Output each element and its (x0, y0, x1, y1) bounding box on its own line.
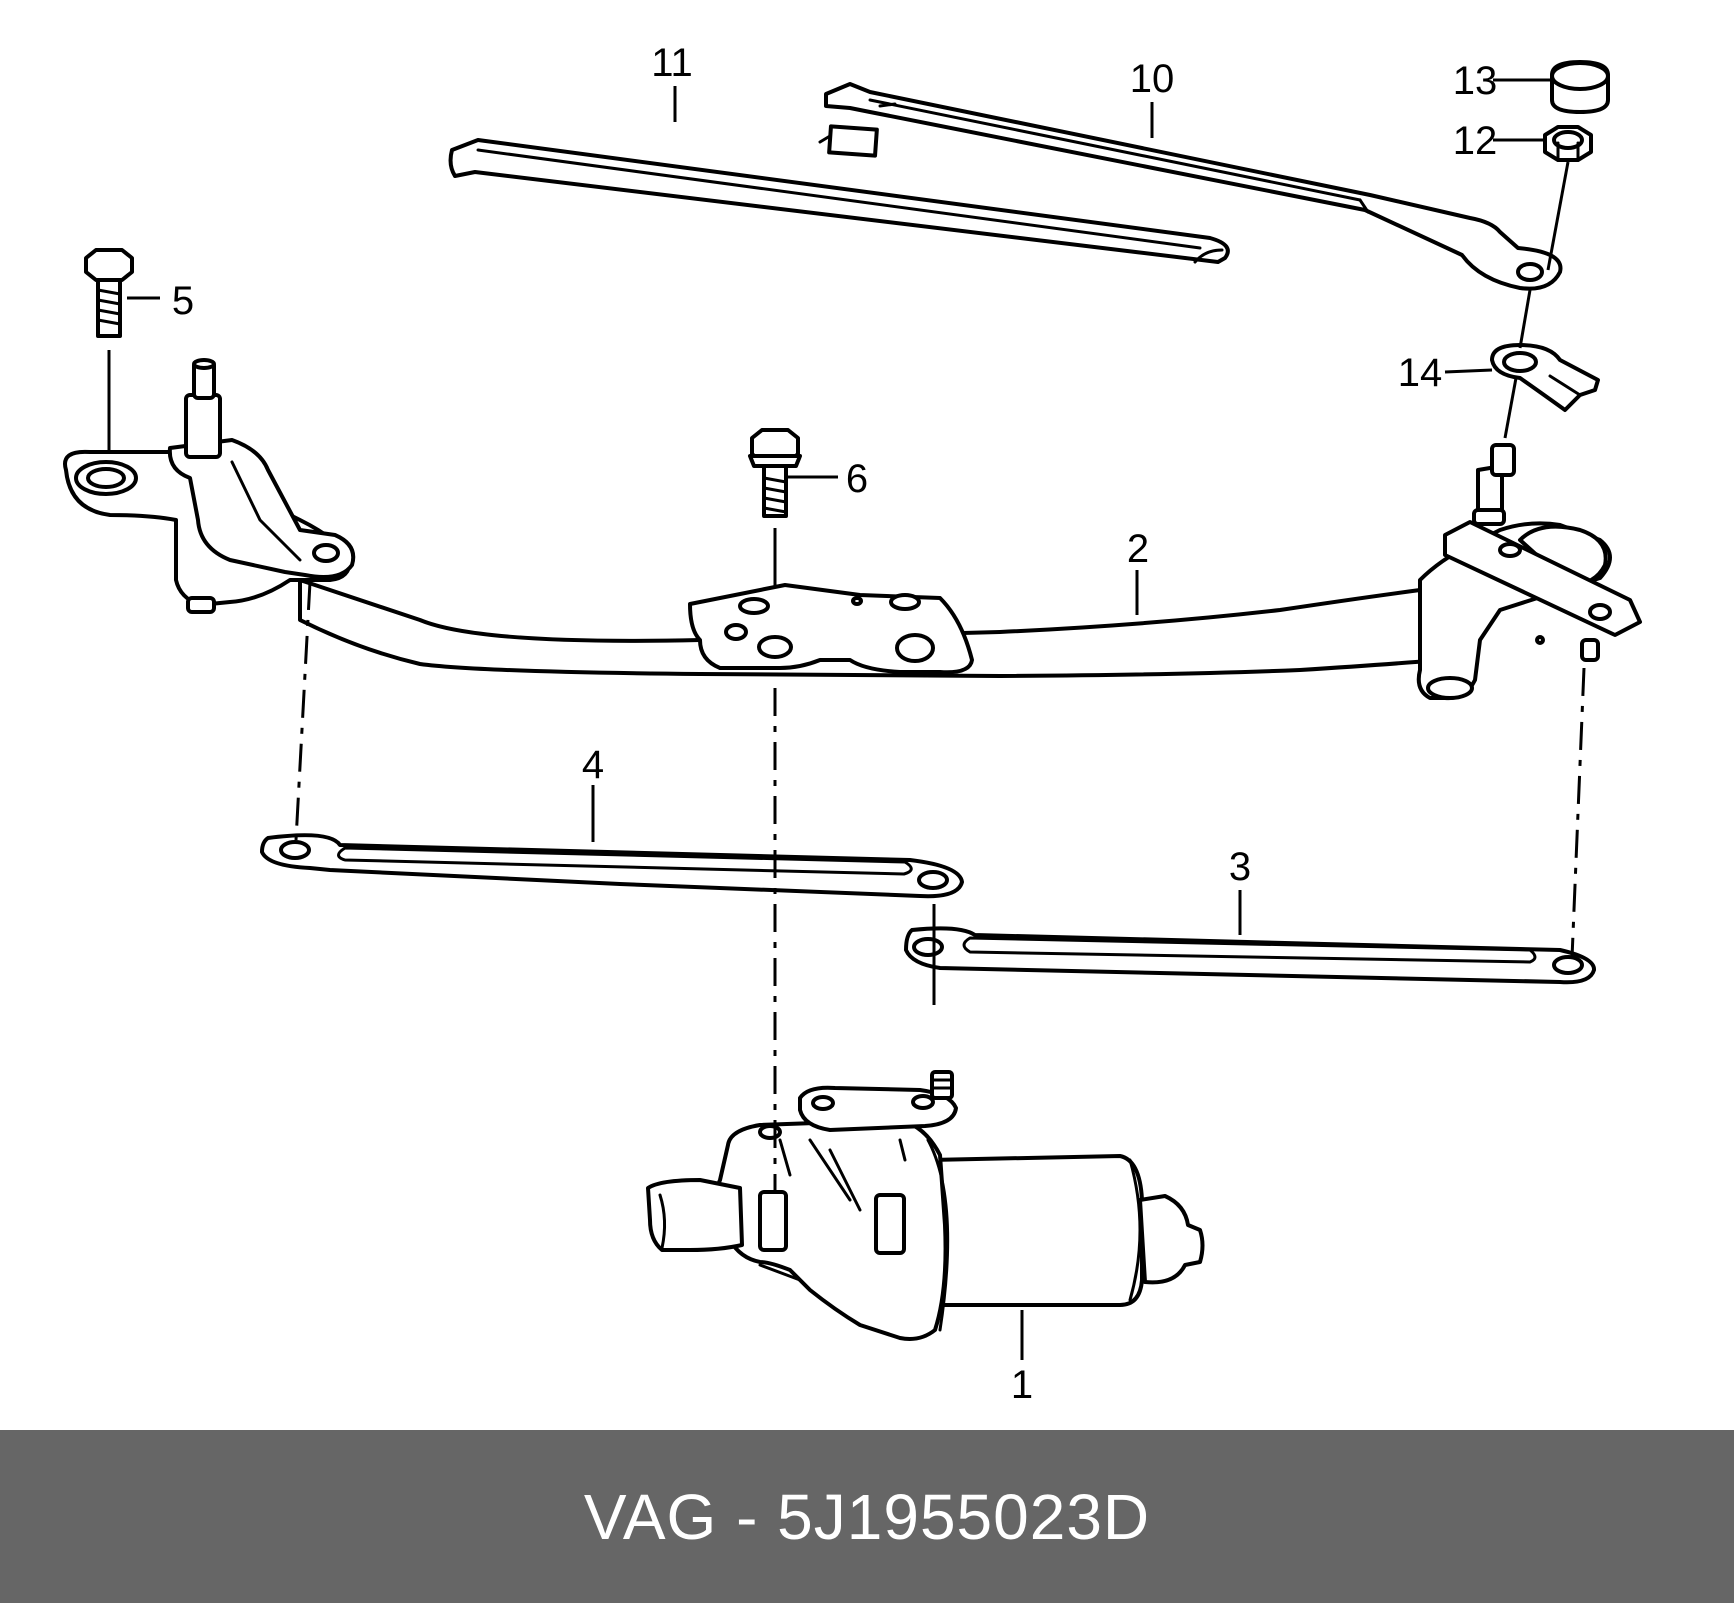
callout-13: 13 (1453, 59, 1498, 103)
callout-5: 5 (172, 279, 194, 323)
wiper-linkage-frame (63, 358, 1642, 701)
callout-6: 6 (846, 457, 868, 501)
callout-11: 11 (651, 41, 693, 85)
wiper-motor (646, 1070, 1205, 1341)
callout-1: 1 (1011, 1363, 1033, 1407)
wiper-arm-right (824, 82, 1563, 291)
connecting-rod-left (260, 833, 964, 899)
part-number-label: VAG - 5J1955023D (583, 1480, 1151, 1553)
exploded-parts-diagram: 11 10 13 12 14 5 6 2 4 3 1 (63, 41, 1642, 1407)
hex-nut (1543, 125, 1593, 162)
center-bolt (748, 428, 802, 518)
wiper-arm-left (448, 124, 1230, 264)
footer-bar: VAG - 5J1955023D (0, 1430, 1734, 1603)
cap (1550, 60, 1610, 114)
callout-12: 12 (1453, 119, 1498, 163)
washer-bracket (1490, 343, 1600, 412)
callout-14: 14 (1398, 351, 1443, 395)
frame-bolt (84, 248, 134, 338)
callout-10: 10 (1130, 57, 1175, 101)
callout-2: 2 (1127, 527, 1149, 571)
connecting-rod-right (904, 926, 1596, 985)
callout-4: 4 (582, 743, 604, 787)
callout-3: 3 (1229, 845, 1251, 889)
